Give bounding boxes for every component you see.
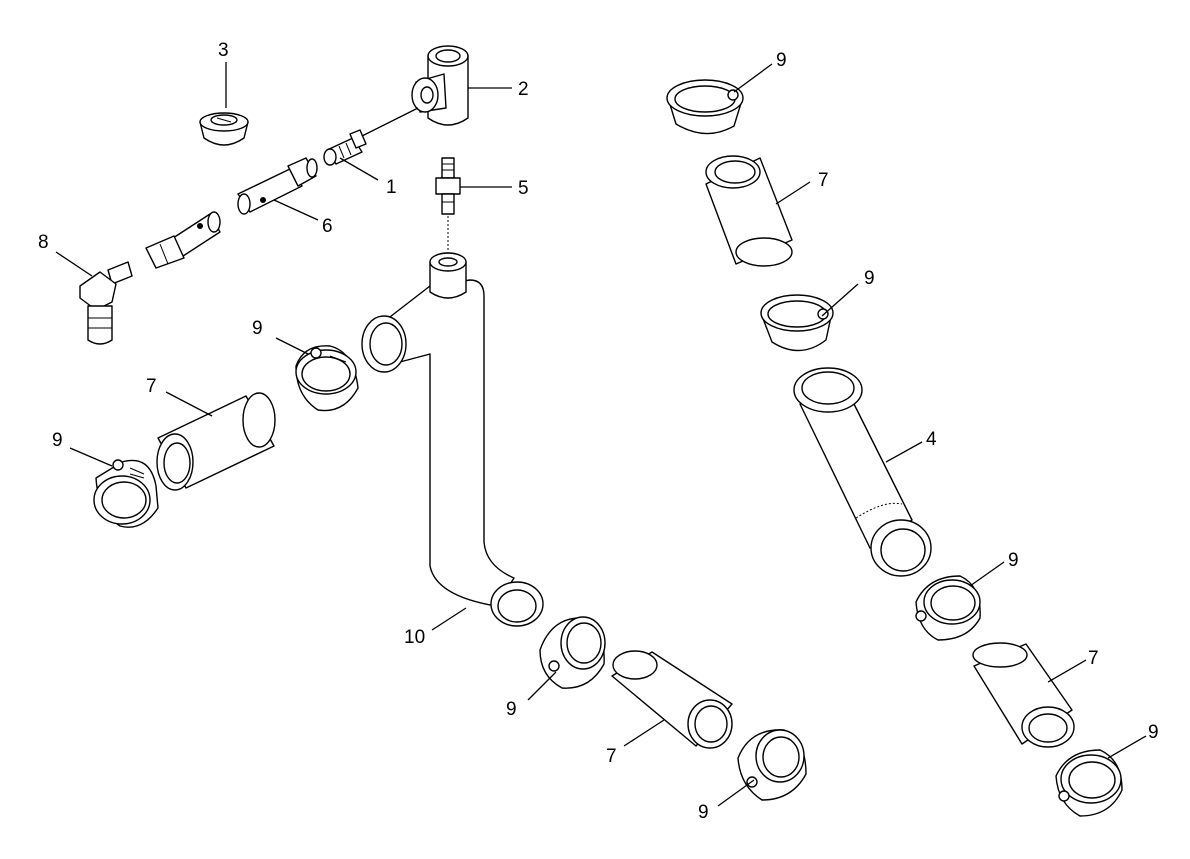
part-10-pipe: [361, 252, 544, 627]
callout-1: 1: [386, 177, 397, 198]
callout-5: 5: [518, 178, 529, 199]
part-7-sleeve-d: [972, 642, 1075, 748]
part-9-clamp-b: [295, 345, 359, 412]
callout-10: 10: [404, 627, 425, 648]
callout-8: 8: [38, 232, 49, 253]
part-9-clamp-g: [915, 575, 981, 641]
connector-tube: [145, 211, 221, 269]
callout-7-c: 7: [606, 746, 617, 767]
part-7-sleeve-a: [156, 392, 276, 491]
part-8-elbow: [79, 261, 133, 345]
part-9-clamp-f: [737, 729, 807, 801]
callout-9-a: 9: [52, 430, 63, 451]
callouts: 3 2 1 5 6 8 9 7 9 9 7 9 4 10 9 7 9 9 7 9: [38, 40, 1159, 823]
callout-9-h: 9: [1148, 722, 1159, 743]
part-2-tee: [411, 45, 469, 126]
callout-2: 2: [518, 79, 529, 100]
part-7-sleeve-b: [705, 155, 793, 267]
callout-9-d: 9: [864, 268, 875, 289]
part-6-tube: [237, 157, 318, 215]
callout-7-d: 7: [1088, 648, 1099, 669]
part-9-clamp-a: [93, 459, 159, 528]
callout-9-e: 9: [506, 699, 517, 720]
leader-lines: [55, 62, 1147, 807]
callout-7-a: 7: [146, 376, 157, 397]
callout-9-g: 9: [1008, 550, 1019, 571]
callout-6: 6: [322, 216, 333, 237]
callout-3: 3: [218, 40, 229, 61]
part-3-plug: [199, 112, 249, 146]
callout-9-c: 9: [776, 50, 787, 71]
callout-7-b: 7: [818, 170, 829, 191]
callout-9-b: 9: [252, 318, 263, 339]
part-4-pipe: [793, 367, 932, 577]
part-9-clamp-d: [760, 294, 834, 352]
part-5-hose-barb: [435, 157, 461, 254]
part-1-nipple: [323, 129, 367, 166]
part-9-clamp-e: [539, 616, 606, 689]
callout-4: 4: [926, 429, 937, 450]
part-7-sleeve-c: [611, 650, 733, 749]
part-9-clamp-h: [1055, 749, 1123, 817]
part-9-clamp-c: [666, 79, 744, 135]
callout-9-f: 9: [698, 802, 709, 823]
